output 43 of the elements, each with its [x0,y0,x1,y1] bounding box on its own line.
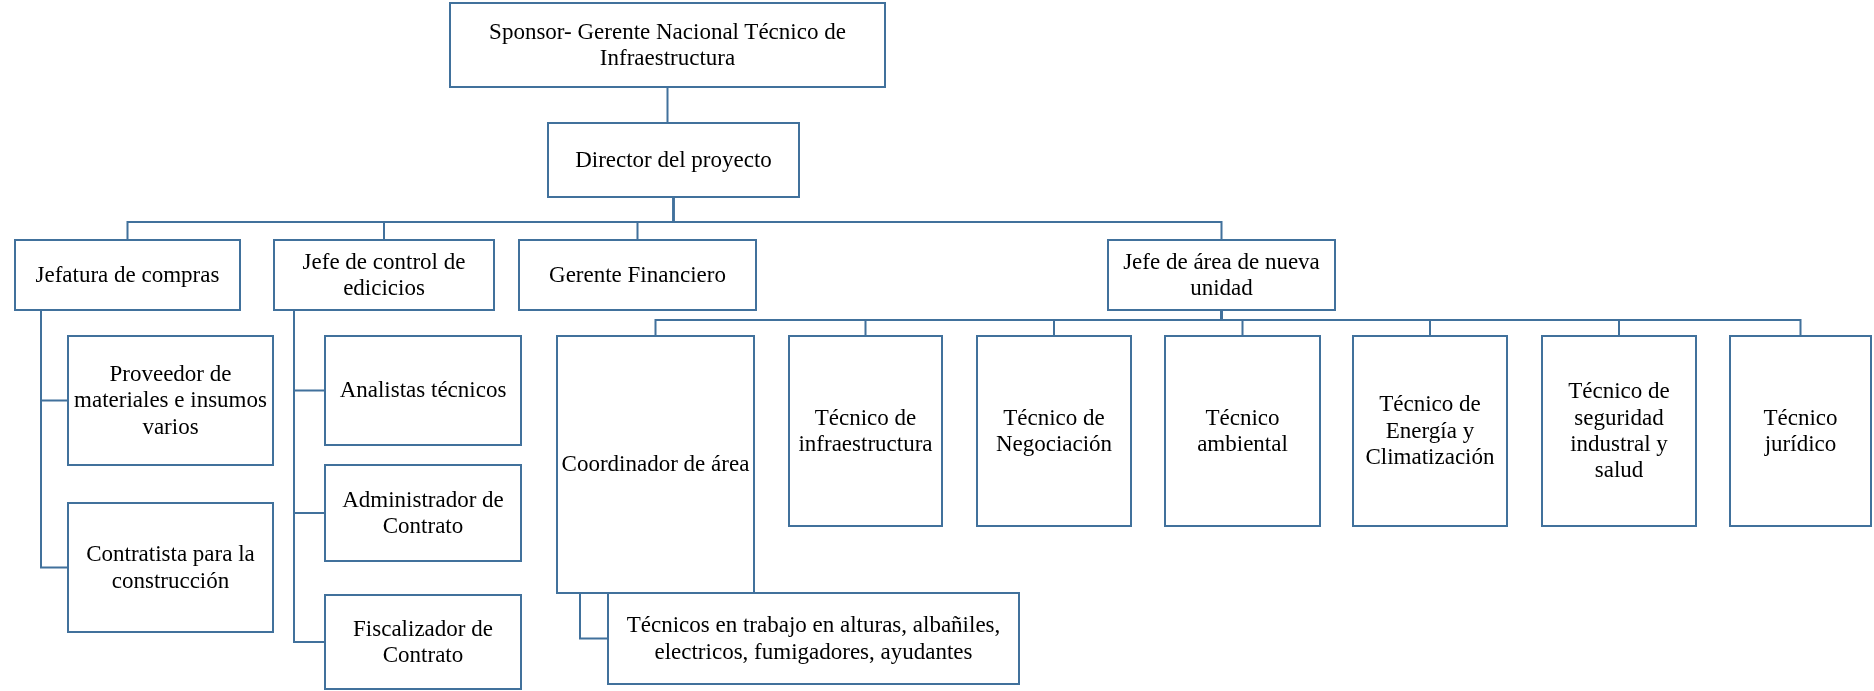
role-label: Jefe de control de edicicios [301,248,467,302]
org-box [324,594,522,690]
role-label: Técnico de infraestructura [797,404,934,458]
connector-line [579,593,608,640]
role-label: Técnico de seguridad industral y salud [1567,378,1671,484]
org-box [1541,335,1697,527]
org-box [67,502,274,633]
role-label: Técnico de Energía y Climatización [1364,391,1496,471]
connector-line [293,310,325,643]
role-label: Proveedor de materiales e insumos varios [73,360,268,441]
connector-line [666,87,669,123]
role-label: Jefatura de compras [35,261,220,289]
role-label: Administrador de Contrato [341,486,505,540]
role-label: Director del proyecto [575,146,772,174]
role-label: Gerente Financiero [549,261,726,289]
org-box [14,239,241,311]
org-box [547,122,800,198]
role-label: Fiscalizador de Contrato [352,615,494,669]
org-box [556,335,755,594]
org-box [273,239,495,311]
org-box [1107,239,1336,311]
org-box [976,335,1132,527]
org-box [607,592,1020,685]
role-label: Técnico jurídico [1762,404,1839,458]
role-label: Técnico de Negociación [994,404,1114,458]
role-label: Sponsor- Gerente Nacional Técnico de Infraestructura [488,18,847,72]
role-label: Contratista para la construcción [85,541,256,594]
org-box [1352,335,1508,527]
org-box [1729,335,1872,527]
role-label: Coordinador de área [561,451,750,478]
connector-line [672,197,1223,240]
org-box [67,335,274,466]
org-box [324,335,522,446]
org-box [449,2,886,88]
connector-line [40,310,68,569]
role-label: Técnicos en trabajo en alturas, albañiles, electricos, fumigadores, ayudantes [625,612,1002,665]
org-box [324,464,522,562]
role-label: Jefe de área de nueva unidad [1122,248,1321,302]
org-box [1164,335,1321,527]
role-label: Técnico ambiental [1196,404,1289,458]
org-box [788,335,943,527]
role-label: Analistas técnicos [339,377,507,404]
org-box [518,239,757,311]
